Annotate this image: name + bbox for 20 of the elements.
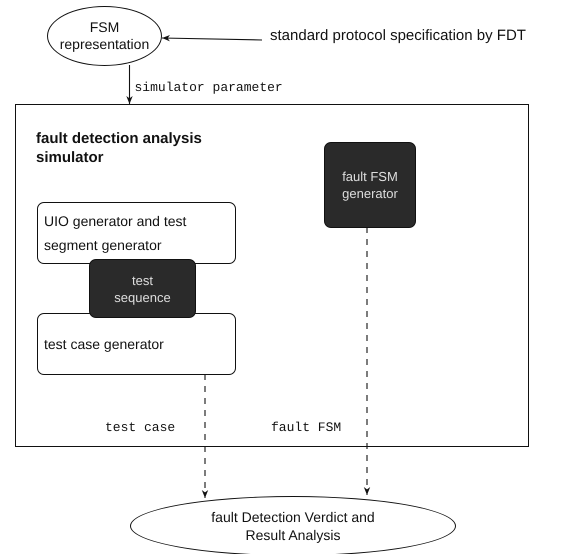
dashed-arrow [364, 227, 370, 495]
dark-process-box [324, 142, 416, 228]
dark-process-box [89, 259, 196, 318]
node-text: UIO generator and test segment generator [44, 212, 188, 255]
process-box [37, 313, 236, 375]
node-text: test case generator [44, 335, 165, 354]
box-title: fault detection analysis simulator [36, 129, 203, 167]
process-box [37, 202, 236, 264]
node-text: fault FSM generator [341, 168, 399, 202]
edge-label: simulator parameter [134, 80, 284, 95]
dashed-arrow [202, 374, 208, 498]
node-text: fault Detection Verdict and Result Analysis [210, 508, 376, 544]
ellipse-node [47, 6, 162, 66]
arrow [162, 34, 262, 42]
container-box [15, 104, 529, 447]
ellipse-node [130, 496, 456, 554]
node-text: standard protocol specification by FDT [270, 27, 527, 44]
arrow [126, 65, 133, 104]
node-text: test sequence [113, 272, 172, 306]
node-text: FSM representation [58, 19, 150, 53]
